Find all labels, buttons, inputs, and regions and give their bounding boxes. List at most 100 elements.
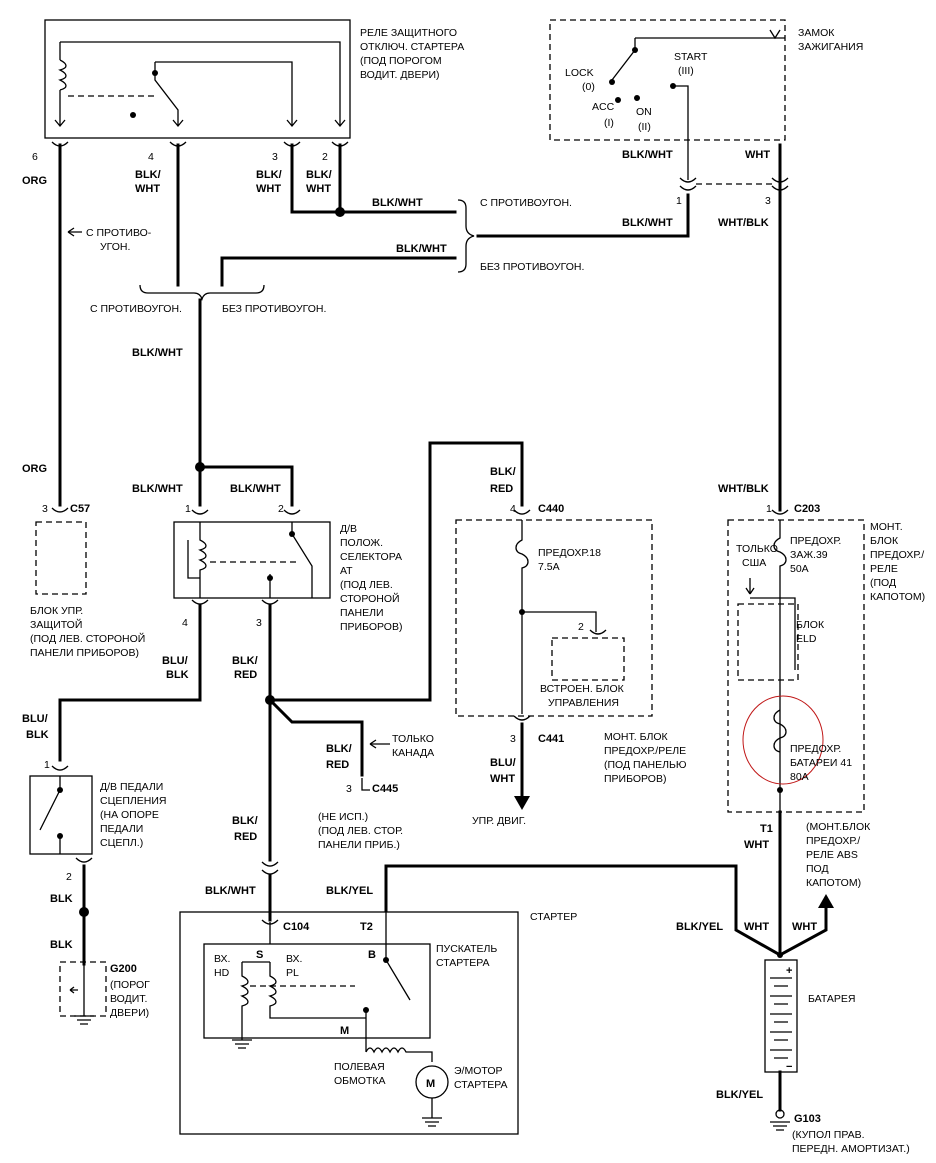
dash-ecu-pin: 2: [578, 621, 584, 633]
c441-pin: 3: [510, 733, 516, 745]
wire-label-ign-whtblk: WHT/BLK: [718, 217, 769, 229]
c57-name: C57: [70, 503, 90, 515]
hood-desc-6: КАПОТОМ): [870, 591, 925, 603]
starter-hd-2: HD: [214, 967, 230, 979]
wire-label-c440-red: RED: [490, 483, 513, 495]
c445-desc-1: (НЕ ИСП.): [318, 811, 368, 823]
fuse41-1: ПРЕДОХР.: [790, 743, 841, 755]
hood-desc-3: ПРЕДОХР./: [870, 549, 924, 561]
abs-desc-4: ПОД: [806, 863, 829, 875]
wire-blk-yel: [384, 864, 783, 958]
c104-name: C104: [283, 921, 310, 933]
c445-name: C445: [372, 783, 398, 795]
fuse39-2: ЗАЖ.39: [790, 549, 828, 561]
g200-name: G200: [110, 963, 137, 975]
ign-acc-n: (I): [604, 117, 614, 129]
wire-to-c440: [268, 441, 524, 702]
wire-label-starter-blkyel: BLK/YEL: [326, 885, 373, 897]
eld-2: ELD: [796, 633, 817, 645]
hood-desc-5: (ПОД: [870, 577, 896, 589]
wire-label-blk-red-2a: BLK/: [232, 815, 258, 827]
sel-desc-8: ПРИБОРОВ): [340, 621, 402, 633]
fuse39-3: 50A: [790, 563, 809, 575]
relay-title-4: ВОДИТ. ДВЕРИ): [360, 69, 440, 81]
wire-blu-blk: [58, 604, 202, 762]
g103-name: G103: [794, 1113, 821, 1125]
sel-desc-4: АТ: [340, 565, 353, 577]
t2-label: T2: [360, 921, 373, 933]
only-usa-1: ТОЛЬКО: [736, 543, 778, 555]
starter-hd-1: ВХ.: [214, 953, 230, 965]
sel-desc-5: (ПОД ЛЕВ.: [340, 579, 393, 591]
wire-label-wht-1b: WHT: [135, 183, 160, 195]
starter-motor-glyph: M: [426, 1078, 435, 1090]
battery-name: БАТАРЕЯ: [808, 993, 856, 1005]
sel-desc-2: ПОЛОЖ.: [340, 537, 383, 549]
starter-title: СТАРТЕР: [530, 911, 577, 923]
wire-label-blk-g200b: BLK: [50, 939, 73, 951]
clutch-desc-5: СЦЕПЛ.): [100, 837, 143, 849]
relay-pin-4: 4: [148, 151, 154, 163]
c57-box: [35, 521, 87, 595]
ign-lock-n: (0): [582, 81, 595, 93]
starter-cut-relay: РЕЛЕ ЗАЩИТНОГО ОТКЛЮЧ. СТАРТЕРА (ПОД ПОР…: [44, 19, 464, 139]
fuse41-2: БАТАРЕИ 41: [790, 757, 852, 769]
g200-desc-3: ДВЕРИ): [110, 1007, 149, 1019]
wire-ign-blkwht: [476, 193, 690, 238]
ign-start: START: [674, 51, 708, 63]
starter-field-1: ПОЛЕВАЯ: [334, 1061, 385, 1073]
wire-label-c203-whtblk: WHT/BLK: [718, 483, 769, 495]
wire-label-c445-red: RED: [326, 759, 349, 771]
wire-label-abs-wht: WHT: [792, 921, 817, 933]
ign-acc: ACC: [592, 101, 615, 113]
starter-pl-2: PL: [286, 967, 299, 979]
sel-desc-7: ПАНЕЛИ: [340, 607, 384, 619]
label-antitheft-arrow-1: С ПРОТИВО-: [86, 227, 152, 239]
wire-label-org-bottom: ORG: [22, 463, 47, 475]
g200-desc-2: ВОДИТ.: [110, 993, 147, 1005]
selector-switch: [173, 521, 331, 599]
hood-fuse-box: [727, 519, 865, 813]
hood-desc-4: РЕЛЕ: [870, 563, 898, 575]
relay-title-2: ОТКЛЮЧ. СТАРТЕРА: [360, 41, 464, 53]
t1-label: T1: [760, 823, 773, 835]
label-without-antitheft-mid: БЕЗ ПРОТИВОУГОН.: [222, 303, 326, 315]
c57-desc-1: БЛОК УПР.: [30, 605, 83, 617]
dash-ecu-2: УПРАВЛЕНИЯ: [548, 697, 619, 709]
c441-name: C441: [538, 733, 564, 745]
wire-label-blk-1a: BLK/: [135, 169, 161, 181]
c57-desc-3: (ПОД ЛЕВ. СТОРОНОЙ: [30, 632, 145, 645]
c440-pin: 4: [510, 503, 516, 515]
clutch-desc-2: СЦЕПЛЕНИЯ: [100, 795, 167, 807]
wire-label-blk-3a: BLK/: [306, 169, 332, 181]
dash-desc-1: МОНТ. БЛОК: [604, 731, 669, 743]
starter-solenoid-1: ПУСКАТЕЛЬ: [436, 943, 497, 955]
engine-ctrl-label: УПР. ДВИГ.: [472, 815, 526, 827]
dash-desc-2: ПРЕДОХР./РЕЛЕ: [604, 745, 686, 757]
sel-desc-6: СТОРОНОЙ: [340, 592, 400, 605]
wire-label-blk-g200a: BLK: [50, 893, 73, 905]
ign-conn-pin-1: 1: [676, 195, 682, 207]
clutch-desc-4: ПЕДАЛИ: [100, 823, 143, 835]
wire-label-starter-blkwht: BLK/WHT: [205, 885, 256, 897]
sel-pin-2: 2: [278, 503, 284, 515]
wire-relay3: [290, 143, 457, 214]
wire-label-wht-2b: WHT: [256, 183, 281, 195]
battery-minus: −: [786, 1061, 792, 1073]
hood-desc-1: МОНТ.: [870, 521, 903, 533]
wire-label-blkwht-mid: BLK/WHT: [132, 347, 183, 359]
g200-desc-1: (ПОРОГ: [110, 979, 150, 991]
only-usa-2: США: [742, 557, 766, 569]
clutch-desc-3: (НА ОПОРЕ: [100, 809, 159, 821]
wire-label-c441-wht: WHT: [490, 773, 515, 785]
abs-desc-2: ПРЕДОХР./: [806, 835, 860, 847]
wire-label-t1-wht: WHT: [744, 839, 769, 851]
c445-pin: 3: [346, 783, 352, 795]
fuse39-1: ПРЕДОХР.: [790, 535, 841, 547]
label-with-antitheft-mid: С ПРОТИВОУГОН.: [90, 303, 182, 315]
relay-pin-3: 3: [272, 151, 278, 163]
c57-pin: 3: [42, 503, 48, 515]
abs-desc-5: КАПОТОМ): [806, 877, 861, 889]
wire-label-g103-blkyel: BLK/YEL: [716, 1089, 763, 1101]
